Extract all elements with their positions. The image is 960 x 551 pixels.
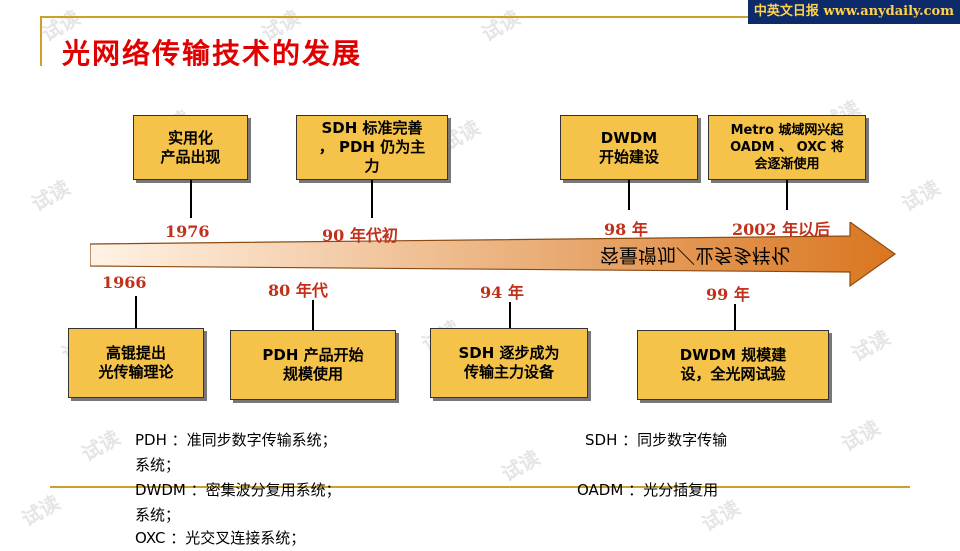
event-text: PDH 产品开始 规模使用 — [262, 346, 364, 383]
watermark: 试读 — [847, 325, 895, 367]
connector — [786, 180, 788, 210]
event-text: 实用化 产品出现 — [160, 128, 221, 166]
divider — [50, 486, 910, 488]
timeline-arrow — [90, 222, 897, 288]
watermark: 试读 — [477, 5, 525, 47]
watermark: 试读 — [17, 490, 65, 532]
event-box-bottom: PDH 产品开始 规模使用 — [230, 330, 396, 400]
note-dwdm: DWDM ：密集波分复用系统； — [135, 481, 341, 499]
connector — [135, 296, 137, 328]
note-continuation: 系统； — [135, 506, 181, 524]
connector — [734, 304, 736, 330]
brand-banner: 中英文日报 www.anydaily.com — [747, 0, 960, 24]
year-label: 2002 年以后 — [732, 220, 831, 239]
connector — [312, 300, 314, 330]
year-label: 1976 — [165, 222, 210, 241]
watermark: 试读 — [27, 175, 75, 217]
event-text: DWDM 规模建 设，全光网试验 — [679, 346, 787, 383]
arrow-label: 容量增加／业务多样化 — [600, 244, 791, 266]
event-text: Metro 城域网兴起 OADM 、 OXC 将 会逐渐使用 — [730, 123, 844, 172]
event-text: SDH 标准完善 ， PDH 仍为主 力 — [318, 119, 426, 175]
connector — [371, 180, 373, 218]
year-label: 1966 — [102, 273, 147, 292]
year-label: 94 年 — [480, 283, 524, 302]
connector — [628, 180, 630, 210]
year-label: 99 年 — [706, 285, 750, 304]
event-text: SDH 逐步成为 传输主力设备 — [458, 344, 560, 381]
watermark: 试读 — [897, 175, 945, 217]
event-box-bottom: SDH 逐步成为 传输主力设备 — [430, 328, 588, 398]
year-label: 80 年代 — [268, 281, 328, 300]
event-box-top: Metro 城域网兴起 OADM 、 OXC 将 会逐渐使用 — [708, 115, 866, 180]
header-side-rule — [40, 16, 42, 66]
note-oxc: OXC ：光交叉连接系统； — [135, 529, 306, 547]
header-rule — [40, 16, 960, 18]
year-label: 98 年 — [604, 220, 648, 239]
page-title: 光网络传输技术的发展 — [62, 37, 363, 70]
watermark: 试读 — [77, 425, 125, 467]
note-pdh: PDH ：准同步数字传输系统； — [135, 431, 337, 449]
watermark: 试读 — [837, 415, 885, 457]
watermark: 试读 — [497, 445, 545, 487]
event-text: DWDM 开始建设 — [598, 128, 659, 166]
note-continuation: 系统； — [135, 456, 181, 474]
event-box-bottom: DWDM 规模建 设，全光网试验 — [637, 330, 829, 400]
event-box-bottom: 高锟提出 光传输理论 — [68, 328, 204, 398]
event-text: 高锟提出 光传输理论 — [98, 344, 174, 381]
year-label: 90 年代初 — [322, 226, 398, 245]
connector — [190, 180, 192, 218]
connector — [509, 302, 511, 328]
note-sdh: SDH ：同步数字传输 — [585, 431, 728, 449]
note-oadm: OADM ：光分插复用 — [577, 481, 719, 499]
event-box-top: DWDM 开始建设 — [560, 115, 698, 180]
event-box-top: 实用化 产品出现 — [133, 115, 248, 180]
event-box-top: SDH 标准完善 ， PDH 仍为主 力 — [296, 115, 448, 180]
